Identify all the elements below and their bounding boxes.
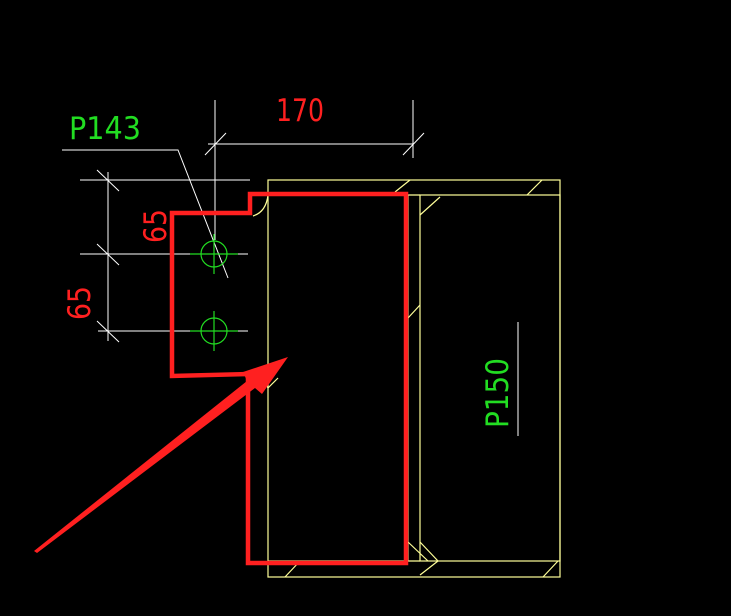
- weld-mark: [419, 196, 441, 216]
- dim-65-upper-text: 65: [138, 209, 174, 243]
- highlight-outline: [169, 191, 409, 566]
- dim-65-tick: [96, 320, 120, 343]
- pointer-arrow-icon: [34, 357, 288, 553]
- dim-170-text: 170: [276, 93, 324, 129]
- bolt-hole-crosshair-icon: [190, 234, 238, 274]
- dim-170-tick-left: [204, 132, 227, 156]
- weld-mark: [407, 541, 429, 562]
- dim-65-tick: [96, 243, 120, 266]
- p150-label: P150: [480, 358, 516, 428]
- p143-label: P143: [69, 111, 141, 147]
- p143-leader: [62, 149, 229, 279]
- weld-mark: [394, 179, 411, 193]
- dim-170-tick-right: [402, 132, 425, 156]
- weld-mark: [526, 179, 543, 196]
- weld-mark: [419, 560, 439, 576]
- weld-mark: [267, 377, 279, 389]
- weld-mark: [407, 304, 421, 319]
- bolt-hole-crosshair-icon: [190, 311, 238, 351]
- weld-mark: [542, 560, 559, 578]
- p150-plate-outline: [419, 194, 561, 562]
- bolt-holes: [190, 234, 238, 351]
- dim-65-lower-text: 65: [62, 286, 98, 320]
- notch-curve: [252, 194, 269, 217]
- weld-mark: [419, 541, 439, 562]
- dim-65-tick: [96, 169, 120, 192]
